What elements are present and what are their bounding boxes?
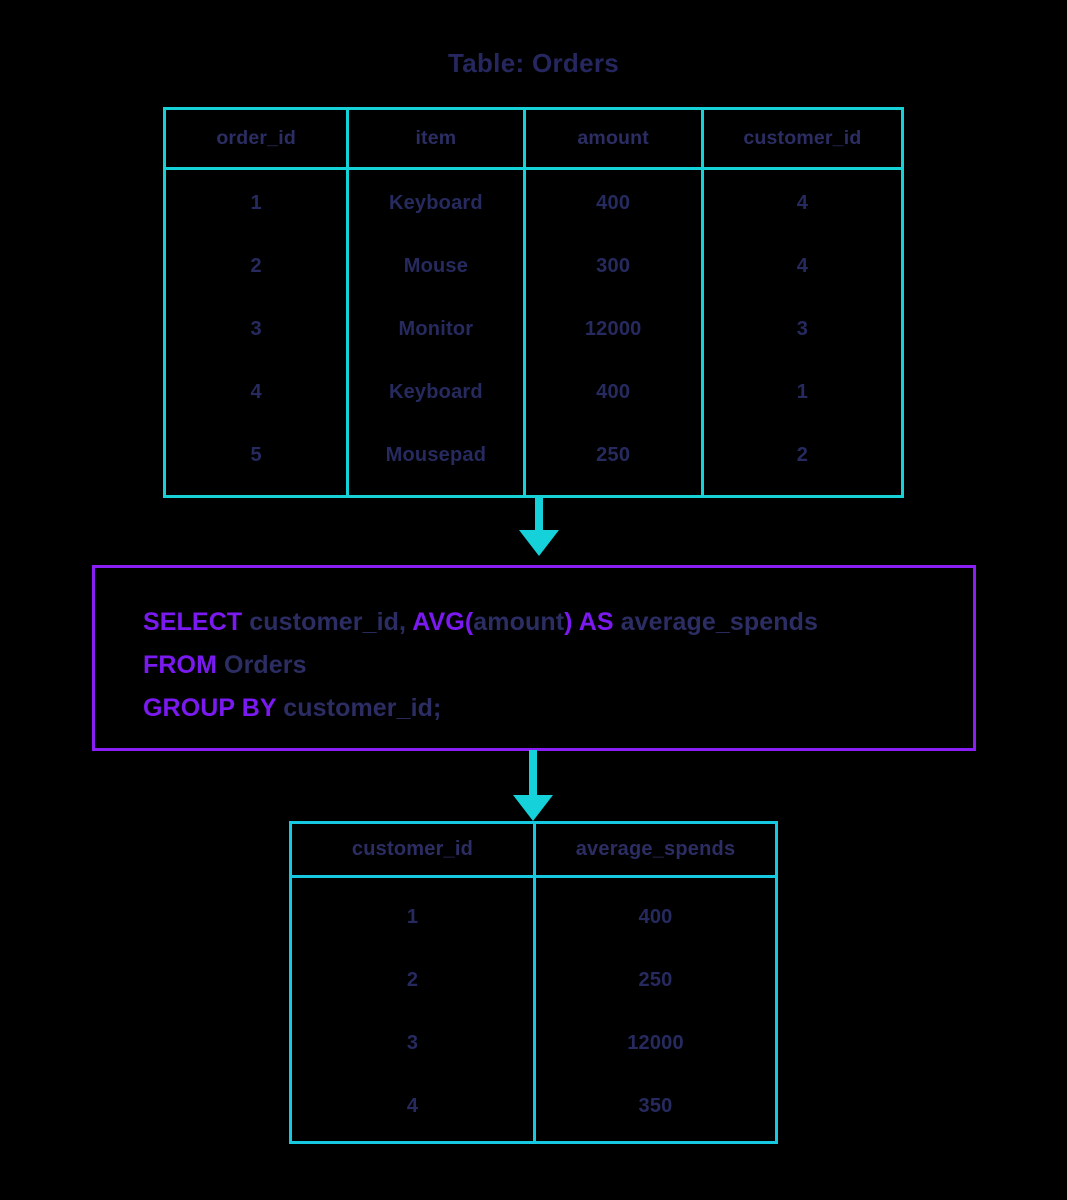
table-cell: 12000 xyxy=(627,1032,684,1054)
table-cell: 250 xyxy=(638,969,673,991)
sql-identifier: Orders xyxy=(217,651,307,679)
column-header: average_spends xyxy=(575,838,736,860)
table-cell: 400 xyxy=(596,381,631,403)
table-cell: 350 xyxy=(638,1095,673,1117)
sql-identifier: amount xyxy=(473,608,565,636)
table-cell: 3 xyxy=(406,1032,419,1054)
table-cell: 2 xyxy=(796,444,809,466)
result-cells-customer-id: 1 2 3 4 xyxy=(292,878,533,1141)
column-header: order_id xyxy=(216,127,296,149)
table-cell: 400 xyxy=(596,192,631,214)
arrow-head xyxy=(519,530,559,556)
table-cell: Monitor xyxy=(398,318,474,340)
source-cells-item: Keyboard Mouse Monitor Keyboard Mousepad xyxy=(346,170,522,495)
table-cell: 250 xyxy=(596,444,631,466)
table-cell: 1 xyxy=(796,381,809,403)
sql-identifier: average_spends xyxy=(613,608,819,636)
table-cell: 400 xyxy=(638,906,673,928)
table-cell: 2 xyxy=(250,255,262,277)
table-cell: 12000 xyxy=(584,318,642,340)
sql-line: FROM Orders xyxy=(143,644,973,687)
table-cell: 300 xyxy=(596,255,631,277)
table-cell: 4 xyxy=(796,192,809,214)
sql-keyword: GROUP BY xyxy=(143,694,277,722)
source-column-order-id: order_id xyxy=(166,110,346,167)
source-column-customer-id: customer_id xyxy=(700,110,901,167)
page-title: Table: Orders xyxy=(447,48,620,78)
table-cell: 1 xyxy=(250,192,262,214)
sql-line: GROUP BY customer_id; xyxy=(143,687,973,730)
source-column-item: item xyxy=(346,110,522,167)
sql-identifier: customer_id; xyxy=(276,694,442,722)
table-cell: 4 xyxy=(406,1095,419,1117)
source-table-header-row: order_id item amount customer_id xyxy=(166,110,901,170)
table-cell: Mousepad xyxy=(385,444,487,466)
source-cells-amount: 400 300 12000 400 250 xyxy=(522,170,701,495)
table-cell: 3 xyxy=(796,318,809,340)
column-header: customer_id xyxy=(743,127,862,149)
source-table-body: 1 2 3 4 5 Keyboard Mouse Monitor Keyboar… xyxy=(166,170,901,495)
table-cell: 4 xyxy=(796,255,809,277)
sql-keyword: AVG( xyxy=(412,608,474,636)
result-table-header-row: customer_id average_spends xyxy=(292,824,775,878)
source-table-orders: order_id item amount customer_id 1 2 3 4… xyxy=(163,107,904,498)
result-cells-average-spends: 400 250 12000 350 xyxy=(533,878,775,1141)
table-cell: Mouse xyxy=(403,255,469,277)
sql-query-box: SELECT customer_id, AVG(amount) AS avera… xyxy=(92,565,976,751)
table-cell: Keyboard xyxy=(388,192,483,214)
arrow-head xyxy=(513,795,553,821)
sql-keyword: SELECT xyxy=(143,608,243,636)
table-cell: 5 xyxy=(250,444,262,466)
sql-identifier: customer_id, xyxy=(242,608,413,636)
table-cell: Keyboard xyxy=(388,381,483,403)
table-cell: 4 xyxy=(250,381,262,403)
column-header: customer_id xyxy=(351,838,474,860)
result-column-average-spends: average_spends xyxy=(533,824,775,875)
sql-line: SELECT customer_id, AVG(amount) AS avera… xyxy=(143,601,973,644)
sql-keyword: AS xyxy=(578,608,614,636)
source-cells-order-id: 1 2 3 4 5 xyxy=(166,170,346,495)
arrow-shaft xyxy=(535,497,543,532)
source-cells-customer-id: 4 4 3 1 2 xyxy=(700,170,901,495)
sql-keyword: ) xyxy=(564,608,573,636)
column-header: item xyxy=(415,127,457,149)
arrow-shaft xyxy=(529,750,537,797)
table-cell: 2 xyxy=(406,969,419,991)
sql-keyword: FROM xyxy=(143,651,217,679)
result-table-body: 1 2 3 4 400 250 12000 350 xyxy=(292,878,775,1141)
source-column-amount: amount xyxy=(522,110,701,167)
column-header: amount xyxy=(577,127,649,149)
table-cell: 3 xyxy=(250,318,262,340)
result-column-customer-id: customer_id xyxy=(292,824,533,875)
result-table: customer_id average_spends 1 2 3 4 400 2… xyxy=(289,821,778,1144)
table-cell: 1 xyxy=(406,906,419,928)
